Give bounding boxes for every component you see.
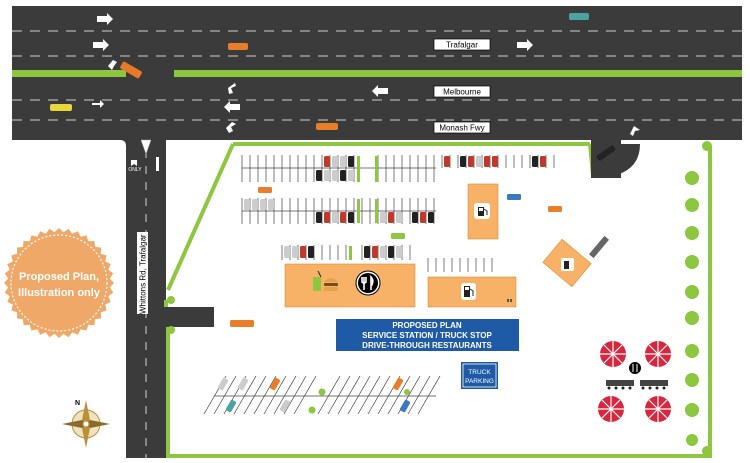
site-boundary-hedge xyxy=(164,142,712,458)
south-parking-trees xyxy=(308,388,410,414)
umbrella-icon xyxy=(645,341,671,367)
umbrella-icon xyxy=(600,341,626,367)
truck-fuel-canopy xyxy=(542,235,610,288)
svg-text:Melbourne: Melbourne xyxy=(443,88,481,97)
site-entry-driveway xyxy=(166,307,214,327)
freeway-north-carriageway xyxy=(12,6,742,72)
svg-text:PROPOSED PLAN: PROPOSED PLAN xyxy=(392,321,462,330)
parking-islands xyxy=(349,156,378,260)
svg-text:ONLY: ONLY xyxy=(128,167,142,173)
fuel-pump-icon xyxy=(478,207,488,216)
parking-bays-south xyxy=(203,375,441,415)
freeway-cars xyxy=(50,13,589,130)
svg-text:TRUCK: TRUCK xyxy=(468,369,491,376)
svg-text:PARKING: PARKING xyxy=(465,378,494,385)
svg-text:Proposed Plan,: Proposed Plan, xyxy=(19,271,99,283)
freeway-median xyxy=(12,70,742,77)
svg-text:N: N xyxy=(75,400,80,407)
svg-text:Trafalgar: Trafalgar xyxy=(446,41,478,50)
sign-monash-fwy: Monash Fwy xyxy=(433,121,491,134)
svg-text:SERVICE STATION / TRUCK STOP: SERVICE STATION / TRUCK STOP xyxy=(362,331,492,340)
truck-parking-sign: TRUCK PARKING xyxy=(461,362,498,389)
svg-text:Illustration only: Illustration only xyxy=(18,287,101,299)
yield-triangle xyxy=(140,139,152,155)
drink-burger-icon xyxy=(313,270,338,291)
plan-title-box: PROPOSED PLAN SERVICE STATION / TRUCK ST… xyxy=(336,319,519,351)
service-station-building xyxy=(427,276,517,308)
lane-arrows xyxy=(92,13,640,136)
parked-cars-south xyxy=(217,377,411,413)
svg-text:Whittons Rd, Trafalgar: Whittons Rd, Trafalgar xyxy=(139,234,148,314)
sign-melbourne: Melbourne xyxy=(433,85,491,98)
umbrella-icon xyxy=(598,396,624,422)
restaurant-building xyxy=(284,263,416,308)
parked-cars-north xyxy=(230,145,616,327)
proposed-plan-badge: Proposed Plan, Illustration only xyxy=(4,228,114,338)
sign-trafalgar: Trafalgar xyxy=(433,38,491,51)
svg-text:DRIVE-THROUGH RESTAURANTS: DRIVE-THROUGH RESTAURANTS xyxy=(362,341,492,350)
food-utensils-icon xyxy=(361,275,374,290)
svg-text:Monash Fwy: Monash Fwy xyxy=(439,124,484,133)
umbrella-icon xyxy=(645,396,671,422)
outdoor-dining xyxy=(598,341,671,422)
side-road-label: Whittons Rd, Trafalgar xyxy=(137,232,148,314)
boundary-trees xyxy=(167,141,712,456)
compass-icon: N xyxy=(62,400,110,448)
